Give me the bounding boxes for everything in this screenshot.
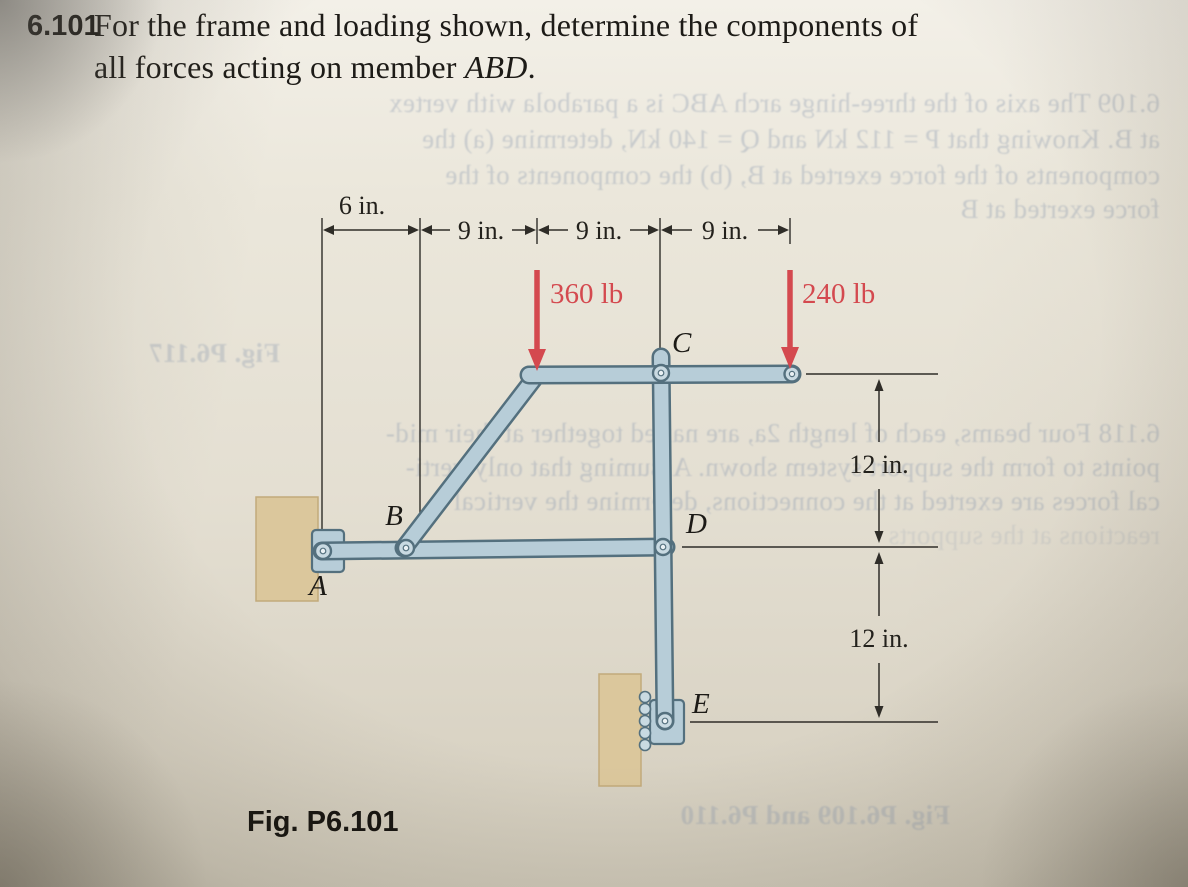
member-abd-fill (315, 540, 673, 558)
dimension-12in-top: 12 in. (849, 379, 909, 543)
member-diagonal-bc (394, 366, 546, 558)
pin-hole (319, 547, 327, 555)
point-label-d: D (685, 508, 707, 540)
dim-arrow-left (323, 225, 334, 235)
dim-label-9in-1: 9 in. (458, 216, 504, 245)
dim-arrow-right (648, 225, 659, 235)
pin-a (313, 541, 333, 561)
pin-b (396, 538, 416, 558)
wall-bottom (598, 673, 642, 787)
dimension-12in-bottom: 12 in. (849, 552, 909, 718)
dim-label-12in-top: 12 in. (849, 450, 908, 479)
pin-d (653, 537, 673, 557)
pin-c (651, 363, 671, 383)
dimension-6in: 6 in. (323, 191, 419, 235)
pin-hole (657, 369, 665, 377)
dim-arrow-down (874, 531, 884, 543)
dim-label-9in-2: 9 in. (576, 216, 622, 245)
figure-caption: Fig. P6.101 (247, 806, 399, 838)
dim-label-9in-3: 9 in. (702, 216, 748, 245)
load-360lb: 360 lb (528, 270, 623, 371)
load-label-240: 240 lb (802, 278, 875, 310)
load-240lb: 240 lb (781, 270, 875, 369)
dim-arrow-right (525, 225, 536, 235)
dim-label-6in: 6 in. (339, 191, 385, 220)
roller (638, 702, 652, 716)
rollers-e (638, 690, 652, 752)
dimension-9in-3: 9 in. (661, 216, 789, 245)
roller (638, 726, 652, 740)
pin-e (655, 711, 675, 731)
point-label-c: C (672, 327, 692, 359)
dimension-9in-1: 9 in. (421, 216, 536, 245)
pin-hole (661, 717, 669, 725)
pin-hole (402, 544, 410, 552)
point-label-b: B (385, 500, 403, 532)
pin-hole (659, 543, 667, 551)
dim-label-12in-bottom: 12 in. (849, 624, 908, 653)
roller (638, 738, 652, 752)
load-label-360: 360 lb (550, 278, 623, 310)
roller (638, 714, 652, 728)
dim-arrow-right (778, 225, 789, 235)
dim-arrow-down (874, 706, 884, 718)
dimension-9in-2: 9 in. (538, 216, 659, 245)
dim-arrow-right (408, 225, 419, 235)
point-label-a: A (307, 570, 327, 602)
roller (638, 690, 652, 704)
point-label-e: E (691, 688, 710, 720)
member-diagonal-fill (397, 369, 543, 555)
pin-top-right (783, 365, 801, 383)
member-abd (312, 537, 676, 561)
pin-hole (788, 370, 796, 378)
